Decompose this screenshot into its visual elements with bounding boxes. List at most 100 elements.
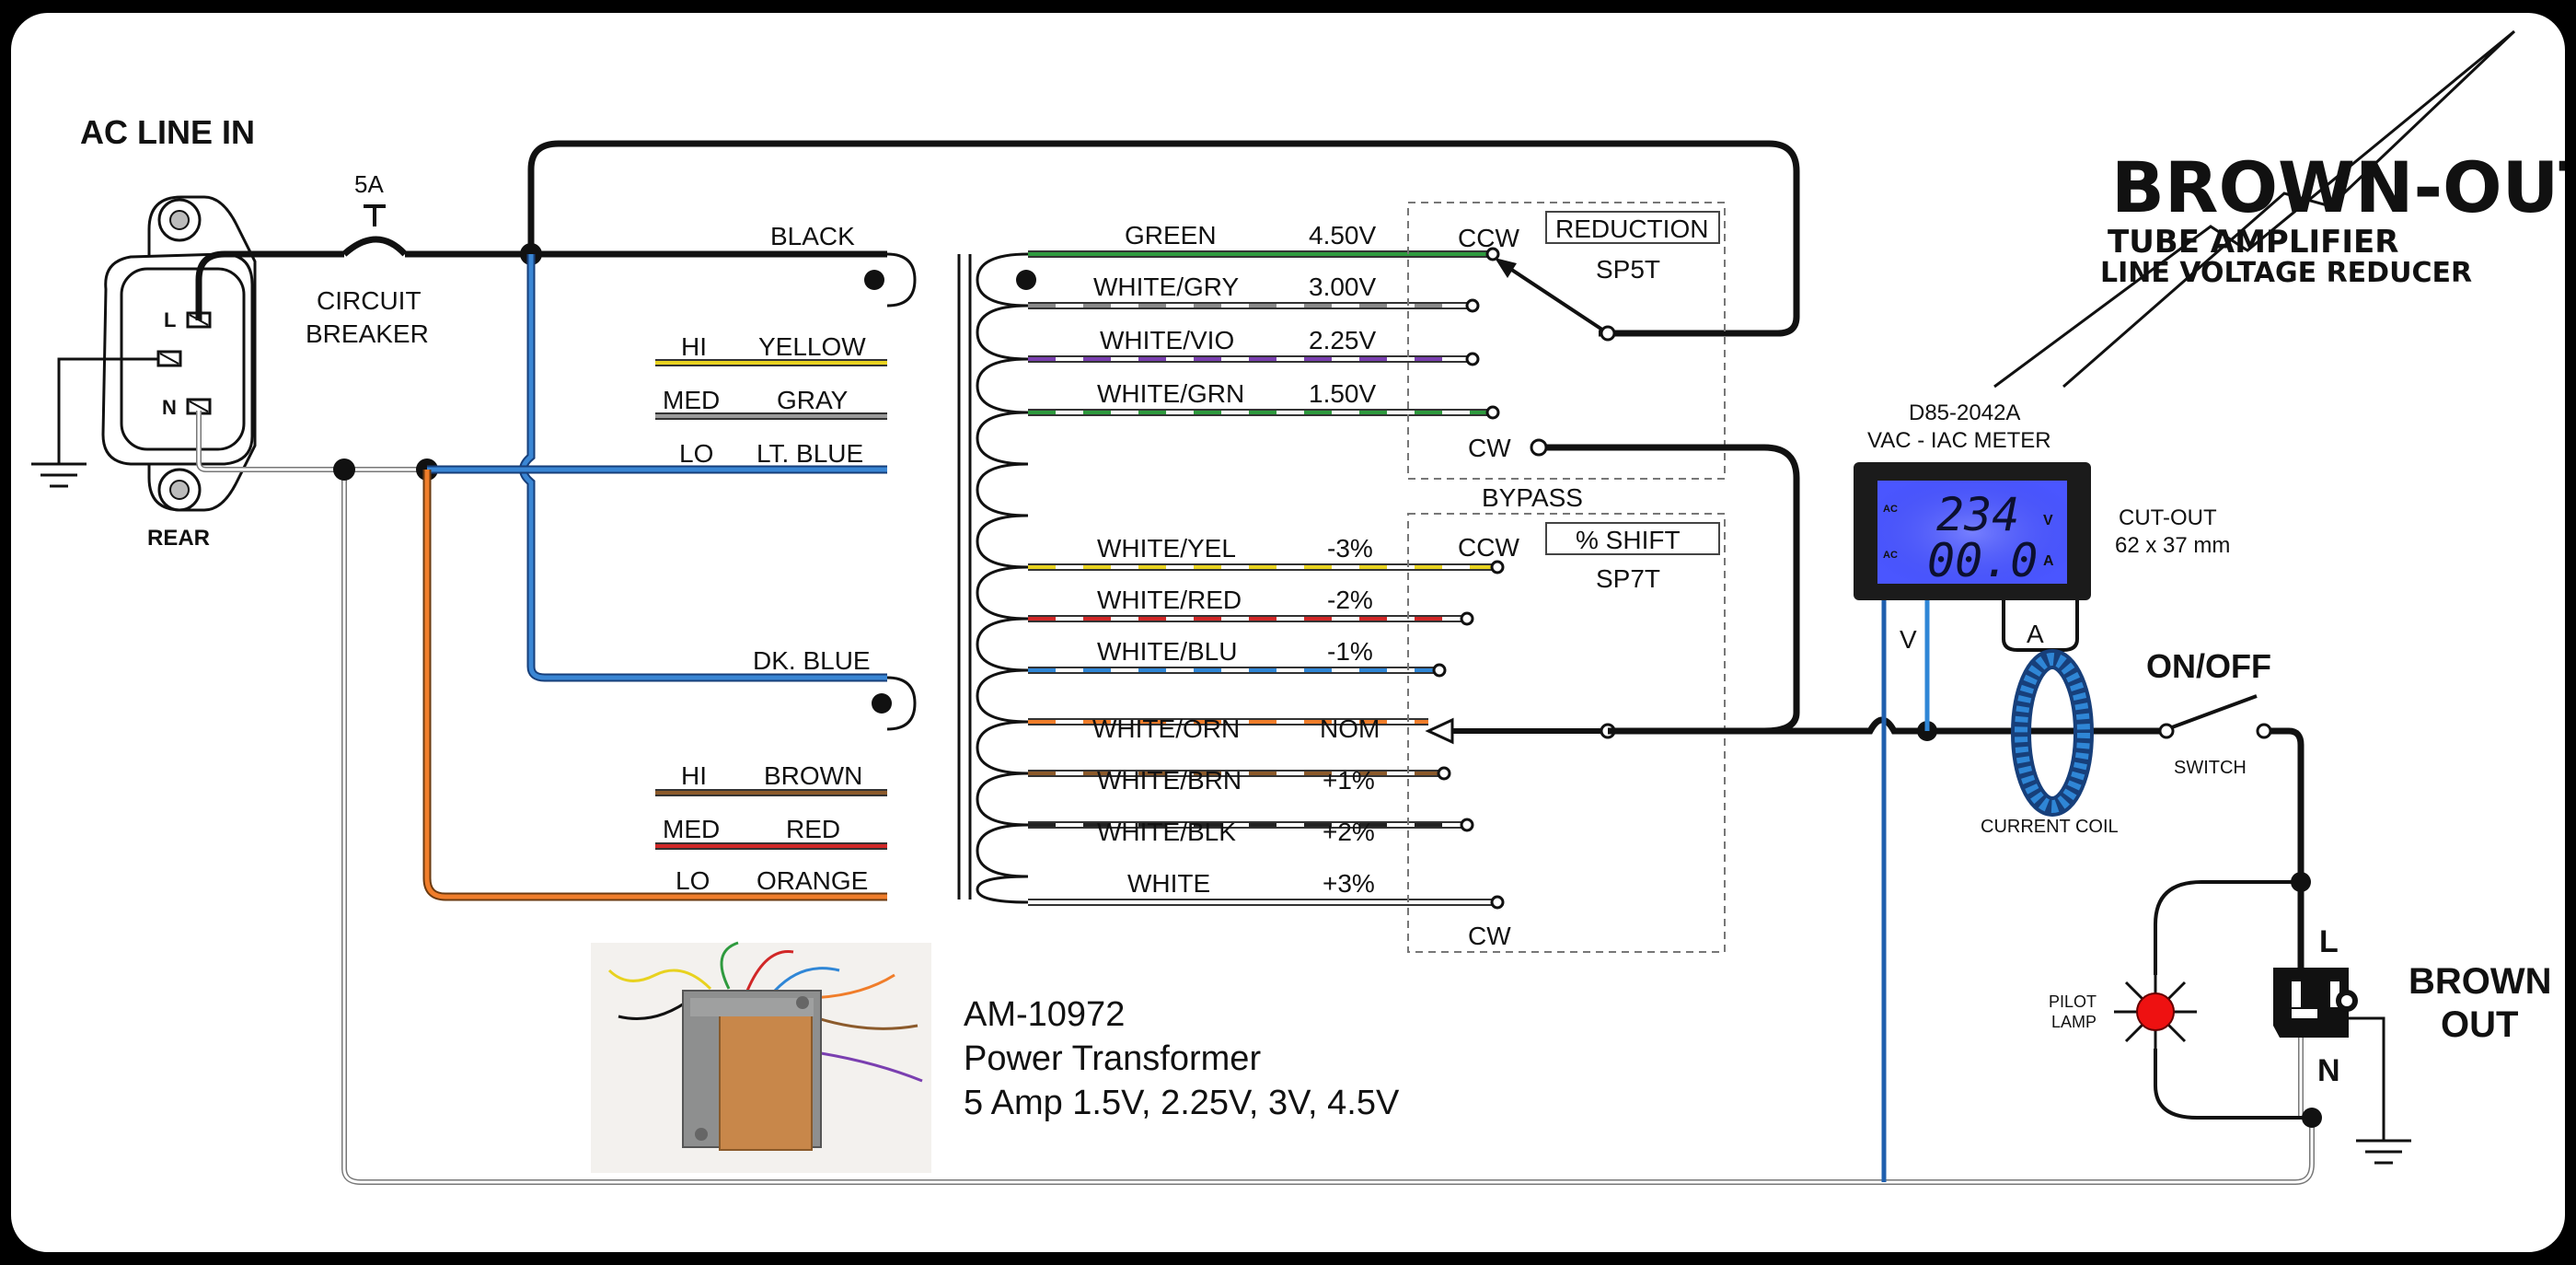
- primary-lo2-label: LO: [676, 866, 710, 895]
- meter-volts-reading: 234: [1936, 488, 2019, 541]
- current-coil: [2011, 649, 2094, 817]
- primary-gray-label: GRAY: [777, 386, 849, 414]
- ground-symbol-outlet: [2349, 1016, 2411, 1165]
- sec-whtvio-name: WHITE/VIO: [1100, 326, 1234, 354]
- breaker-rating: 5A: [354, 170, 384, 198]
- brown-out-logo: BROWN-OUT TUBE AMPLIFIER LINE VOLTAGE RE…: [1993, 29, 2565, 389]
- logo-sub-2: LINE VOLTAGE REDUCER: [2100, 257, 2472, 289]
- ground-symbol-inlet: [31, 357, 158, 488]
- sw2-name-box: [1545, 522, 1720, 555]
- meter-model: D85-2042A: [1909, 400, 2020, 425]
- junction-dot: [2302, 1108, 2322, 1128]
- meter-amps-unit: A: [2043, 553, 2054, 569]
- transformer-secondary-coil: [976, 252, 1029, 904]
- sec-whtgrn-name: WHITE/GRN: [1097, 379, 1244, 408]
- transformer-desc: Power Transformer: [964, 1039, 1261, 1078]
- polarity-dot: [872, 693, 892, 714]
- switched-line-wire: [2270, 727, 2305, 970]
- sec-whtred-name: WHITE/RED: [1097, 586, 1242, 614]
- primary-dkblue-label: DK. BLUE: [753, 646, 871, 675]
- breaker-label-1: CIRCUIT: [317, 286, 422, 315]
- outlet-l-label: L: [2319, 924, 2339, 959]
- sw1-cw-label: CW: [1468, 434, 1511, 462]
- meter-ac-bottom: AC: [1883, 550, 1898, 561]
- primary-hi-label: HI: [681, 332, 707, 361]
- sec-whtred-value: -2%: [1327, 586, 1373, 614]
- sec-whtblk-name: WHITE/BLK: [1097, 818, 1236, 846]
- sec-whtblu-name: WHITE/BLU: [1097, 637, 1237, 666]
- sec-green-value: 4.50V: [1309, 221, 1376, 250]
- sec-whtgrn-value: 1.50V: [1309, 379, 1376, 408]
- sec-whtyel-value: -3%: [1327, 534, 1373, 563]
- onoff-title: ON/OFF: [2146, 647, 2271, 685]
- sw2-type: SP7T: [1596, 564, 1660, 593]
- sec-whtgry-value: 3.00V: [1309, 273, 1376, 301]
- sec-whtorn-value: NOM: [1320, 714, 1380, 743]
- sec-whtvio-value: 2.25V: [1309, 326, 1376, 354]
- sw1-wiper: [1495, 258, 1610, 335]
- inlet-l-label: L: [164, 308, 176, 331]
- meter-cutout-2: 62 x 37 mm: [2115, 533, 2230, 558]
- line-wire-black: [195, 140, 1800, 337]
- orange-wire: [422, 470, 887, 901]
- secondary-wires-bottom: [1028, 563, 1497, 906]
- brown-out-label-1: BROWN: [2409, 961, 2552, 1002]
- sw1-ccw-label: CCW: [1458, 224, 1519, 252]
- onoff-switch-symbol[interactable]: [2158, 694, 2272, 739]
- sec-white-value: +3%: [1323, 869, 1375, 898]
- sw1-bypass-contact: [1530, 438, 1548, 457]
- inlet-n-label: N: [162, 396, 177, 419]
- meter-ac-top: AC: [1883, 504, 1898, 515]
- primary-hi2-label: HI: [681, 761, 707, 790]
- transformer-core: [957, 254, 972, 899]
- sec-whtgry-name: WHITE/GRY: [1093, 273, 1239, 301]
- pilot-lamp-wiring: [2154, 880, 2312, 1120]
- polarity-dot: [1016, 270, 1036, 290]
- meter-display: [1854, 462, 2091, 600]
- transformer-primary-coil: [886, 252, 917, 731]
- sec-whtblk-value: +2%: [1323, 818, 1375, 846]
- ac-line-in-title: AC LINE IN: [80, 113, 255, 151]
- primary-lo-label: LO: [679, 439, 713, 468]
- primary-yellow-label: YELLOW: [758, 332, 866, 361]
- junction-dot: [333, 458, 355, 481]
- sec-whtyel-name: WHITE/YEL: [1097, 534, 1236, 563]
- junction-dot: [2291, 872, 2311, 892]
- rear-label: REAR: [147, 526, 210, 551]
- iec-inlet: [101, 195, 257, 512]
- outlet-icon: [2273, 968, 2358, 1038]
- meter-cutout-1: CUT-OUT: [2119, 505, 2217, 530]
- sw1-name: REDUCTION: [1555, 215, 1708, 243]
- logo-main: BROWN-OUT: [2111, 146, 2565, 228]
- sec-whtblu-value: -1%: [1327, 637, 1373, 666]
- primary-med2-label: MED: [663, 815, 720, 843]
- meter-a-terminal: A: [2027, 620, 2044, 648]
- schematic-canvas: AC LINE IN L N REAR: [11, 13, 2565, 1252]
- sw2-name: % SHIFT: [1576, 526, 1681, 554]
- sw1-name-box: [1545, 211, 1720, 244]
- meter-v-leads: [1881, 600, 1930, 1182]
- sw2-ccw-label: CCW: [1458, 533, 1519, 562]
- bypass-label: BYPASS: [1482, 483, 1583, 512]
- primary-brown-label: BROWN: [764, 761, 862, 790]
- sw1-common: [1600, 325, 1616, 342]
- transformer-part: AM-10972: [964, 995, 1125, 1034]
- logo-sub-1: TUBE AMPLIFIER: [2108, 224, 2398, 261]
- primary-taps: [655, 359, 887, 850]
- primary-red-label: RED: [786, 815, 840, 843]
- meter-volts-unit: V: [2043, 513, 2053, 528]
- switch2-contacts: [1432, 560, 1505, 910]
- sec-whtbrn-name: WHITE/BRN: [1097, 766, 1242, 795]
- primary-black-label: BLACK: [770, 222, 855, 250]
- dk-blue-wire: [519, 254, 887, 682]
- primary-ltblue-label: LT. BLUE: [757, 439, 863, 468]
- switch1-contacts: [1465, 247, 1500, 420]
- sw2-cw-label: CW: [1468, 922, 1511, 950]
- transformer-photo: [591, 941, 931, 1173]
- meter-amps-reading: 00.0: [1927, 534, 2038, 587]
- transformer-spec: 5 Amp 1.5V, 2.25V, 3V, 4.5V: [964, 1084, 1400, 1122]
- brown-out-label-2: OUT: [2441, 1004, 2518, 1045]
- sec-white-name: WHITE: [1127, 869, 1210, 898]
- breaker-symbol: [364, 204, 386, 226]
- current-coil-label: CURRENT COIL: [1981, 817, 2119, 837]
